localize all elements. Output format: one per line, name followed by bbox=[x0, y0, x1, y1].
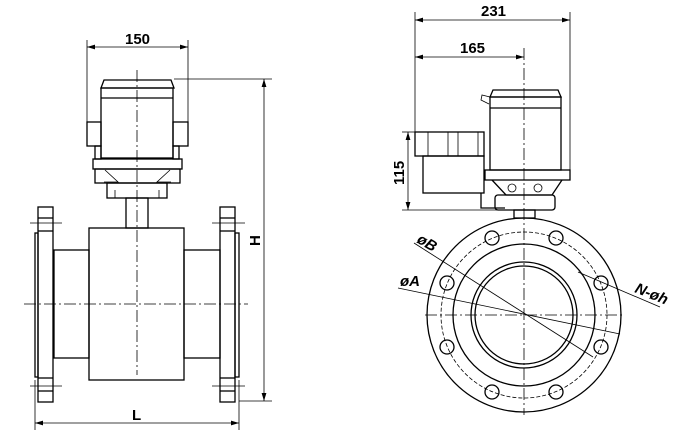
converter-cap bbox=[100, 79, 175, 89]
front-view: 150 H bbox=[24, 31, 272, 430]
height-dim-label: H bbox=[247, 235, 264, 246]
cable-gland-left bbox=[86, 121, 102, 147]
junction-box-fins bbox=[414, 131, 485, 157]
overall-dim-label: 231 bbox=[481, 3, 506, 20]
flange-right bbox=[219, 206, 236, 403]
box-height-dim-label: 115 bbox=[391, 161, 408, 185]
junction-box bbox=[422, 155, 485, 194]
bolt-holes bbox=[439, 230, 609, 400]
offset-dim-label: 165 bbox=[460, 40, 485, 57]
flange-left bbox=[37, 206, 54, 403]
cable-gland-right bbox=[172, 121, 189, 147]
bolt-holes-label: N-øh bbox=[633, 280, 671, 309]
flange-od-leader bbox=[397, 287, 621, 335]
side-view: 231 165 115 øB bbox=[391, 3, 671, 415]
bolt-circle-label: øB bbox=[414, 231, 440, 256]
bolt-holes-leader bbox=[577, 271, 661, 308]
length-dim-label: L bbox=[132, 407, 141, 424]
bolt-circle-leader bbox=[413, 242, 594, 358]
width-dim-label: 150 bbox=[125, 31, 150, 48]
base-plate-side bbox=[484, 169, 571, 181]
base-plate bbox=[92, 158, 183, 170]
flange-od-label: øA bbox=[400, 273, 420, 290]
